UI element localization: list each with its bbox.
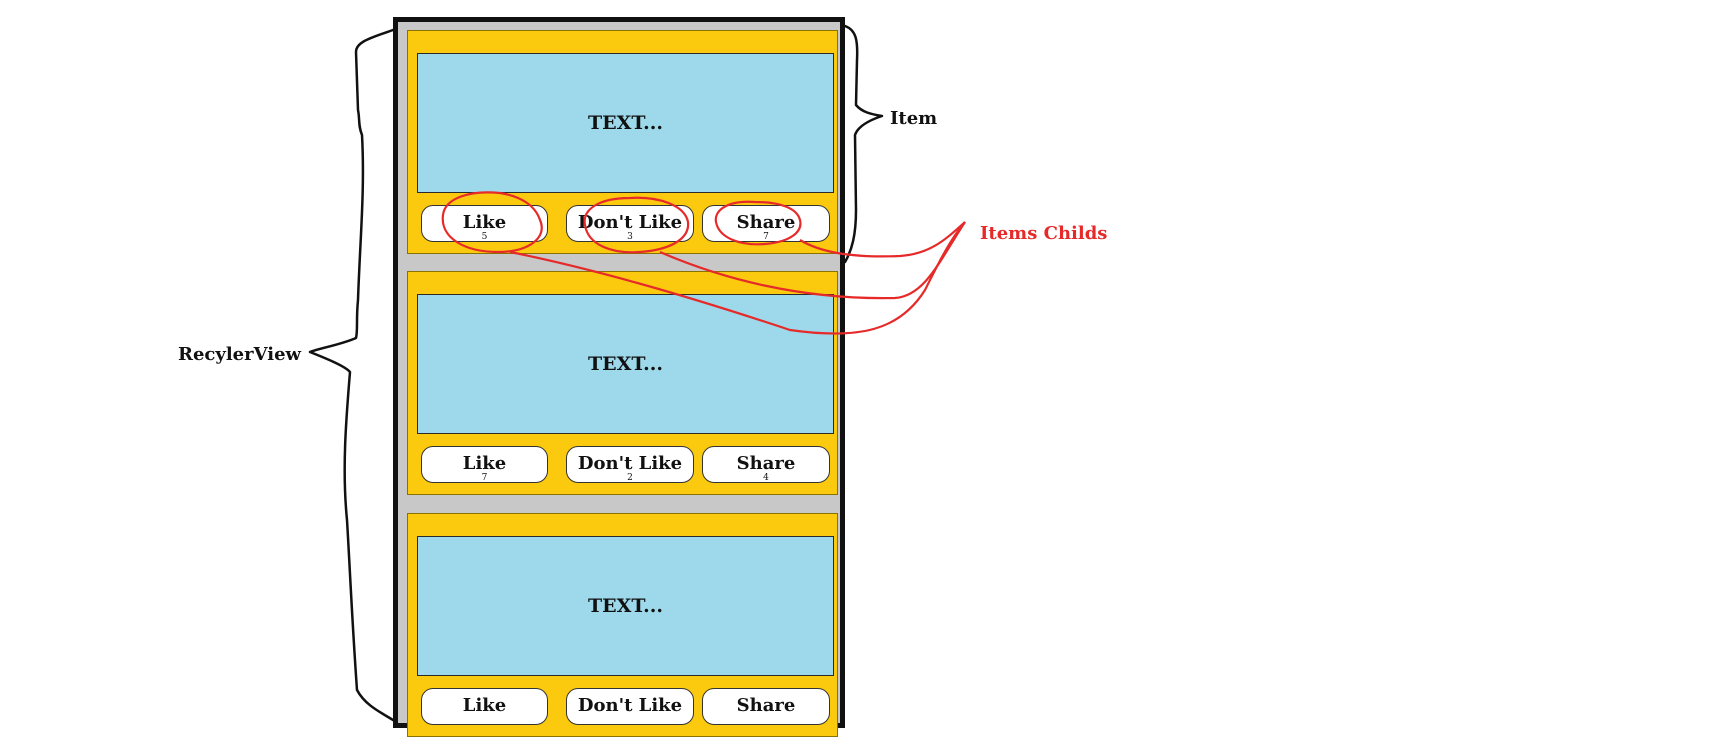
share-button-label: Share — [736, 695, 796, 716]
item-annotation-label: Item — [890, 108, 938, 129]
dont-like-button[interactable]: Don't Like 3 — [566, 205, 694, 242]
recycler-view-frame[interactable]: TEXT... Like 5 Don't Like 3 Share 7 TEXT… — [393, 17, 845, 737]
dont-like-button-label: Don't Like — [577, 212, 683, 233]
share-button[interactable]: Share 4 — [702, 446, 830, 483]
share-button-label: Share — [736, 212, 796, 233]
list-item[interactable]: TEXT... Like Don't Like Share — [407, 513, 838, 737]
recyclerview-annotation-label: RecylerView — [178, 344, 302, 365]
item-text-panel: TEXT... — [417, 53, 834, 193]
share-button-label: Share — [736, 453, 796, 474]
item-text: TEXT... — [588, 112, 663, 134]
item-text-panel: TEXT... — [417, 536, 834, 676]
dont-like-button-label: Don't Like — [577, 695, 683, 716]
dont-like-button-label: Don't Like — [577, 453, 683, 474]
like-button[interactable]: Like — [421, 688, 548, 725]
item-text-panel: TEXT... — [417, 294, 834, 434]
list-item[interactable]: TEXT... Like 7 Don't Like 2 Share 4 — [407, 271, 838, 495]
like-button-label: Like — [462, 212, 507, 233]
item-text: TEXT... — [588, 353, 663, 375]
like-count: 5 — [481, 232, 488, 242]
share-button[interactable]: Share 7 — [702, 205, 830, 242]
list-item[interactable]: TEXT... Like 5 Don't Like 3 Share 7 — [407, 30, 838, 254]
share-count: 4 — [763, 473, 769, 483]
dont-like-button[interactable]: Don't Like 2 — [566, 446, 694, 483]
share-count: 7 — [763, 232, 769, 242]
recyclerview-brace — [308, 28, 395, 722]
share-button[interactable]: Share — [702, 688, 830, 725]
like-count: 7 — [481, 473, 488, 483]
items-childs-annotation-label: Items Childs — [980, 223, 1108, 244]
like-button[interactable]: Like 5 — [421, 205, 548, 242]
like-button-label: Like — [462, 695, 507, 716]
dont-like-count: 2 — [627, 473, 633, 483]
dont-like-count: 3 — [627, 232, 633, 242]
dont-like-button[interactable]: Don't Like — [566, 688, 694, 725]
item-brace — [843, 24, 884, 264]
like-button[interactable]: Like 7 — [421, 446, 548, 483]
item-text: TEXT... — [588, 595, 663, 617]
like-button-label: Like — [462, 453, 507, 474]
